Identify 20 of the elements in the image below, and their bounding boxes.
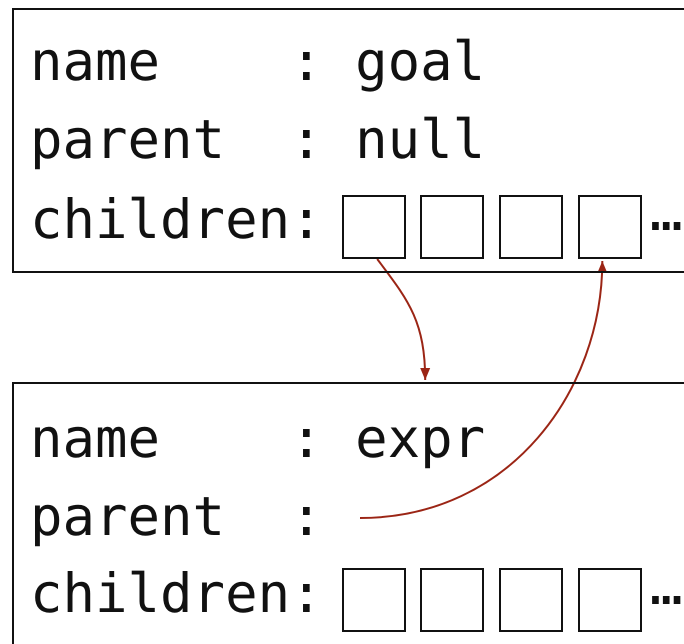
ellipsis: … [650, 180, 683, 244]
child-slot [578, 568, 642, 632]
record-box [12, 8, 684, 273]
field-text: name : expr [30, 407, 486, 471]
child-slot [499, 568, 563, 632]
child-slot [499, 195, 563, 259]
child-slot [420, 568, 484, 632]
field-text: parent : null [30, 108, 486, 172]
child-slot [578, 195, 642, 259]
pointer-arrow [376, 258, 430, 380]
pointer-arrow [360, 260, 607, 519]
ellipsis: … [650, 554, 683, 618]
record-box [12, 382, 684, 644]
field-text: parent : [30, 485, 323, 549]
child-slot [342, 195, 406, 259]
field-text: children: [30, 562, 323, 626]
child-slot [342, 568, 406, 632]
field-text: children: [30, 188, 323, 252]
child-slot [420, 195, 484, 259]
field-text: name : goal [30, 30, 486, 94]
